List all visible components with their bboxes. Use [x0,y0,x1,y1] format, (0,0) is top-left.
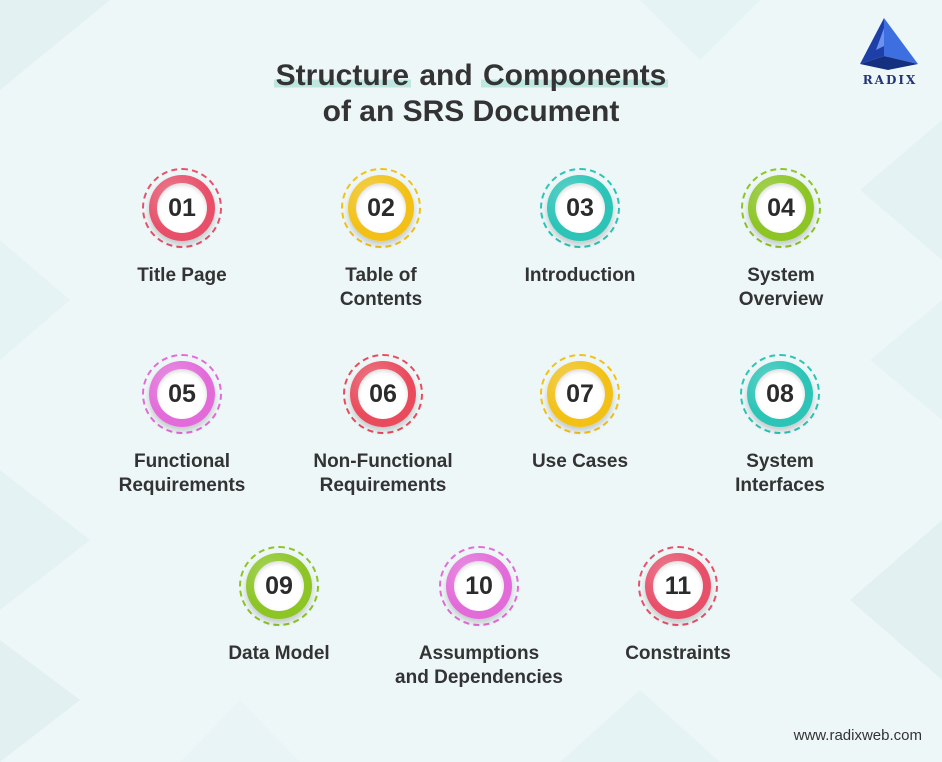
title-line-2: of an SRS Document [322,95,620,128]
title-highlight-structure: Structure [273,59,411,92]
logo-pyramid-icon [860,18,918,70]
component-number: 06 [358,369,408,419]
number-badge: 05 [142,354,222,434]
component-label: Title Page [137,265,227,286]
website-url: www.radixweb.com [793,727,922,744]
number-badge: 08 [740,354,820,434]
component-number: 01 [157,183,207,233]
number-badge: 04 [741,168,821,248]
component-item: 09 Data Model [189,546,369,666]
number-badge: 06 [343,354,423,434]
number-badge: 10 [439,546,519,626]
radix-logo: RADIX [854,16,926,92]
component-item: 07 Use Cases [490,354,670,474]
component-label: Constraints [625,643,731,664]
component-number: 03 [555,183,605,233]
component-number: 05 [157,369,207,419]
component-item: 03 Introduction [490,168,670,288]
number-badge: 01 [142,168,222,248]
component-number: 04 [756,183,806,233]
logo-text: RADIX [862,73,918,87]
component-item: 01 Title Page [92,168,272,288]
title-connector: and [411,59,482,92]
component-number: 11 [653,561,703,611]
component-label: Introduction [524,265,636,286]
title-highlight-components: Components [481,59,669,92]
component-number: 09 [254,561,304,611]
component-number: 02 [356,183,406,233]
component-label: Use Cases [531,451,629,472]
number-badge: 11 [638,546,718,626]
component-number: 08 [755,369,805,419]
number-badge: 03 [540,168,620,248]
component-number: 10 [454,561,504,611]
number-badge: 09 [239,546,319,626]
number-badge: 07 [540,354,620,434]
component-item: 11 Constraints [588,546,768,666]
component-label: Data Model [228,643,330,664]
component-number: 07 [555,369,605,419]
number-badge: 02 [341,168,421,248]
page-title: Structure and Components of an SRS Docum… [0,58,942,130]
